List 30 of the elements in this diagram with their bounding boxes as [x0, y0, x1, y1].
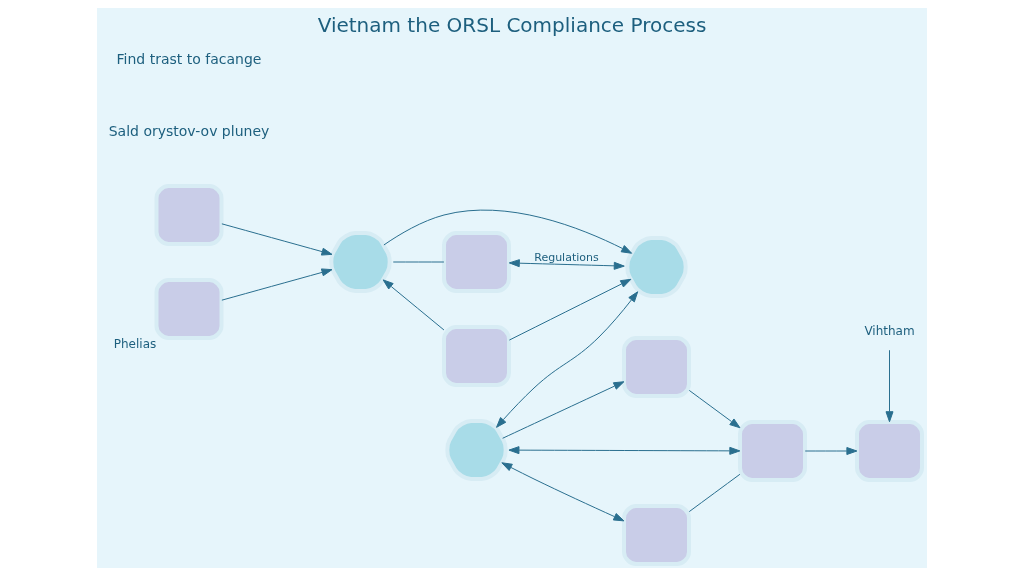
arrow	[221, 268, 333, 301]
node-box	[622, 504, 691, 566]
arrow	[221, 223, 333, 256]
edge-label: Regulations	[534, 250, 599, 264]
diagram-title: Vietnam the ORSL Compliance Process	[317, 13, 707, 37]
arrow	[508, 259, 625, 270]
node-text: Vihtham	[864, 324, 915, 339]
arrow	[688, 389, 741, 429]
node-box	[154, 184, 224, 246]
label: Find trast to facange	[116, 50, 262, 67]
arrow	[501, 462, 625, 522]
arrow	[804, 447, 858, 455]
node-box	[442, 325, 511, 387]
node-box	[622, 336, 691, 398]
node-box	[738, 420, 807, 482]
arrow	[885, 349, 894, 423]
node-box	[154, 278, 224, 340]
arrow	[508, 446, 741, 455]
arrow	[383, 209, 633, 254]
arrow	[502, 381, 625, 439]
arrow	[496, 291, 639, 428]
connector	[688, 473, 741, 513]
node-hexagon	[625, 236, 688, 298]
node-box	[855, 420, 924, 482]
connector	[392, 261, 445, 263]
arrow	[382, 279, 445, 331]
node-box	[442, 231, 511, 293]
arrow	[508, 278, 632, 341]
node-label: Phelias	[113, 336, 157, 351]
label: Sald orystov-ov pluney	[108, 122, 270, 139]
